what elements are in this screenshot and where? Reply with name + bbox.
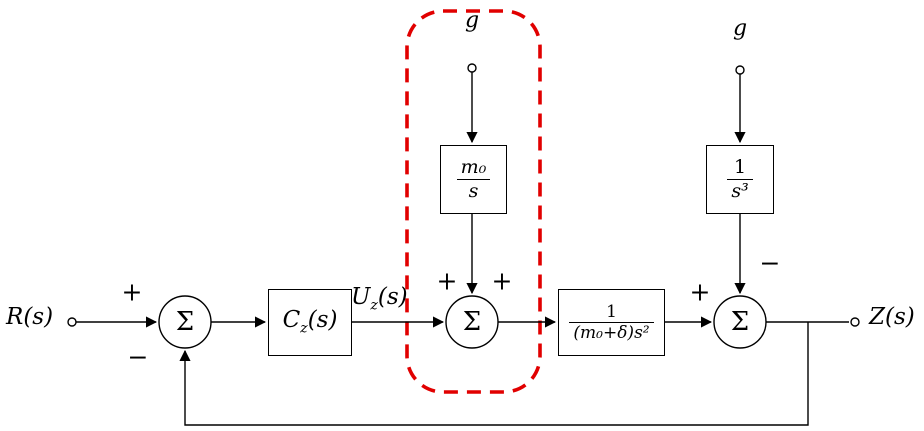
controller-block: Cz(s) <box>268 289 352 356</box>
output-signal-label: Z(s) <box>869 304 915 330</box>
g1-terminal <box>467 63 477 73</box>
input-signal-label: R(s) <box>6 304 54 330</box>
sum3-plus-sign: + <box>689 277 711 307</box>
summer-1 <box>158 295 212 349</box>
highlight-region <box>405 9 542 394</box>
gravity-right-label: g <box>732 16 748 41</box>
sum1-plus-sign: + <box>121 277 143 307</box>
summer-2 <box>445 295 499 349</box>
g2-terminal <box>735 65 745 75</box>
summer-2-sigma: Σ <box>462 306 482 337</box>
summer-3 <box>713 295 767 349</box>
sum1-minus-sign: − <box>127 342 149 372</box>
output-terminal <box>850 317 860 327</box>
summer-1-sigma: Σ <box>175 306 195 337</box>
sum3-minus-sign: − <box>759 248 781 278</box>
plant-block: 1(m₀+δ)s² <box>558 289 665 356</box>
control-signal-label: Uz(s) <box>351 284 408 314</box>
sum2-plus-left-sign: + <box>436 266 458 296</box>
wire-feedback <box>179 322 809 426</box>
summer-3-sigma: Σ <box>730 306 750 337</box>
input-terminal <box>67 317 77 327</box>
gravity-top-label: g <box>464 8 480 33</box>
sum2-plus-right-sign: + <box>491 266 513 296</box>
